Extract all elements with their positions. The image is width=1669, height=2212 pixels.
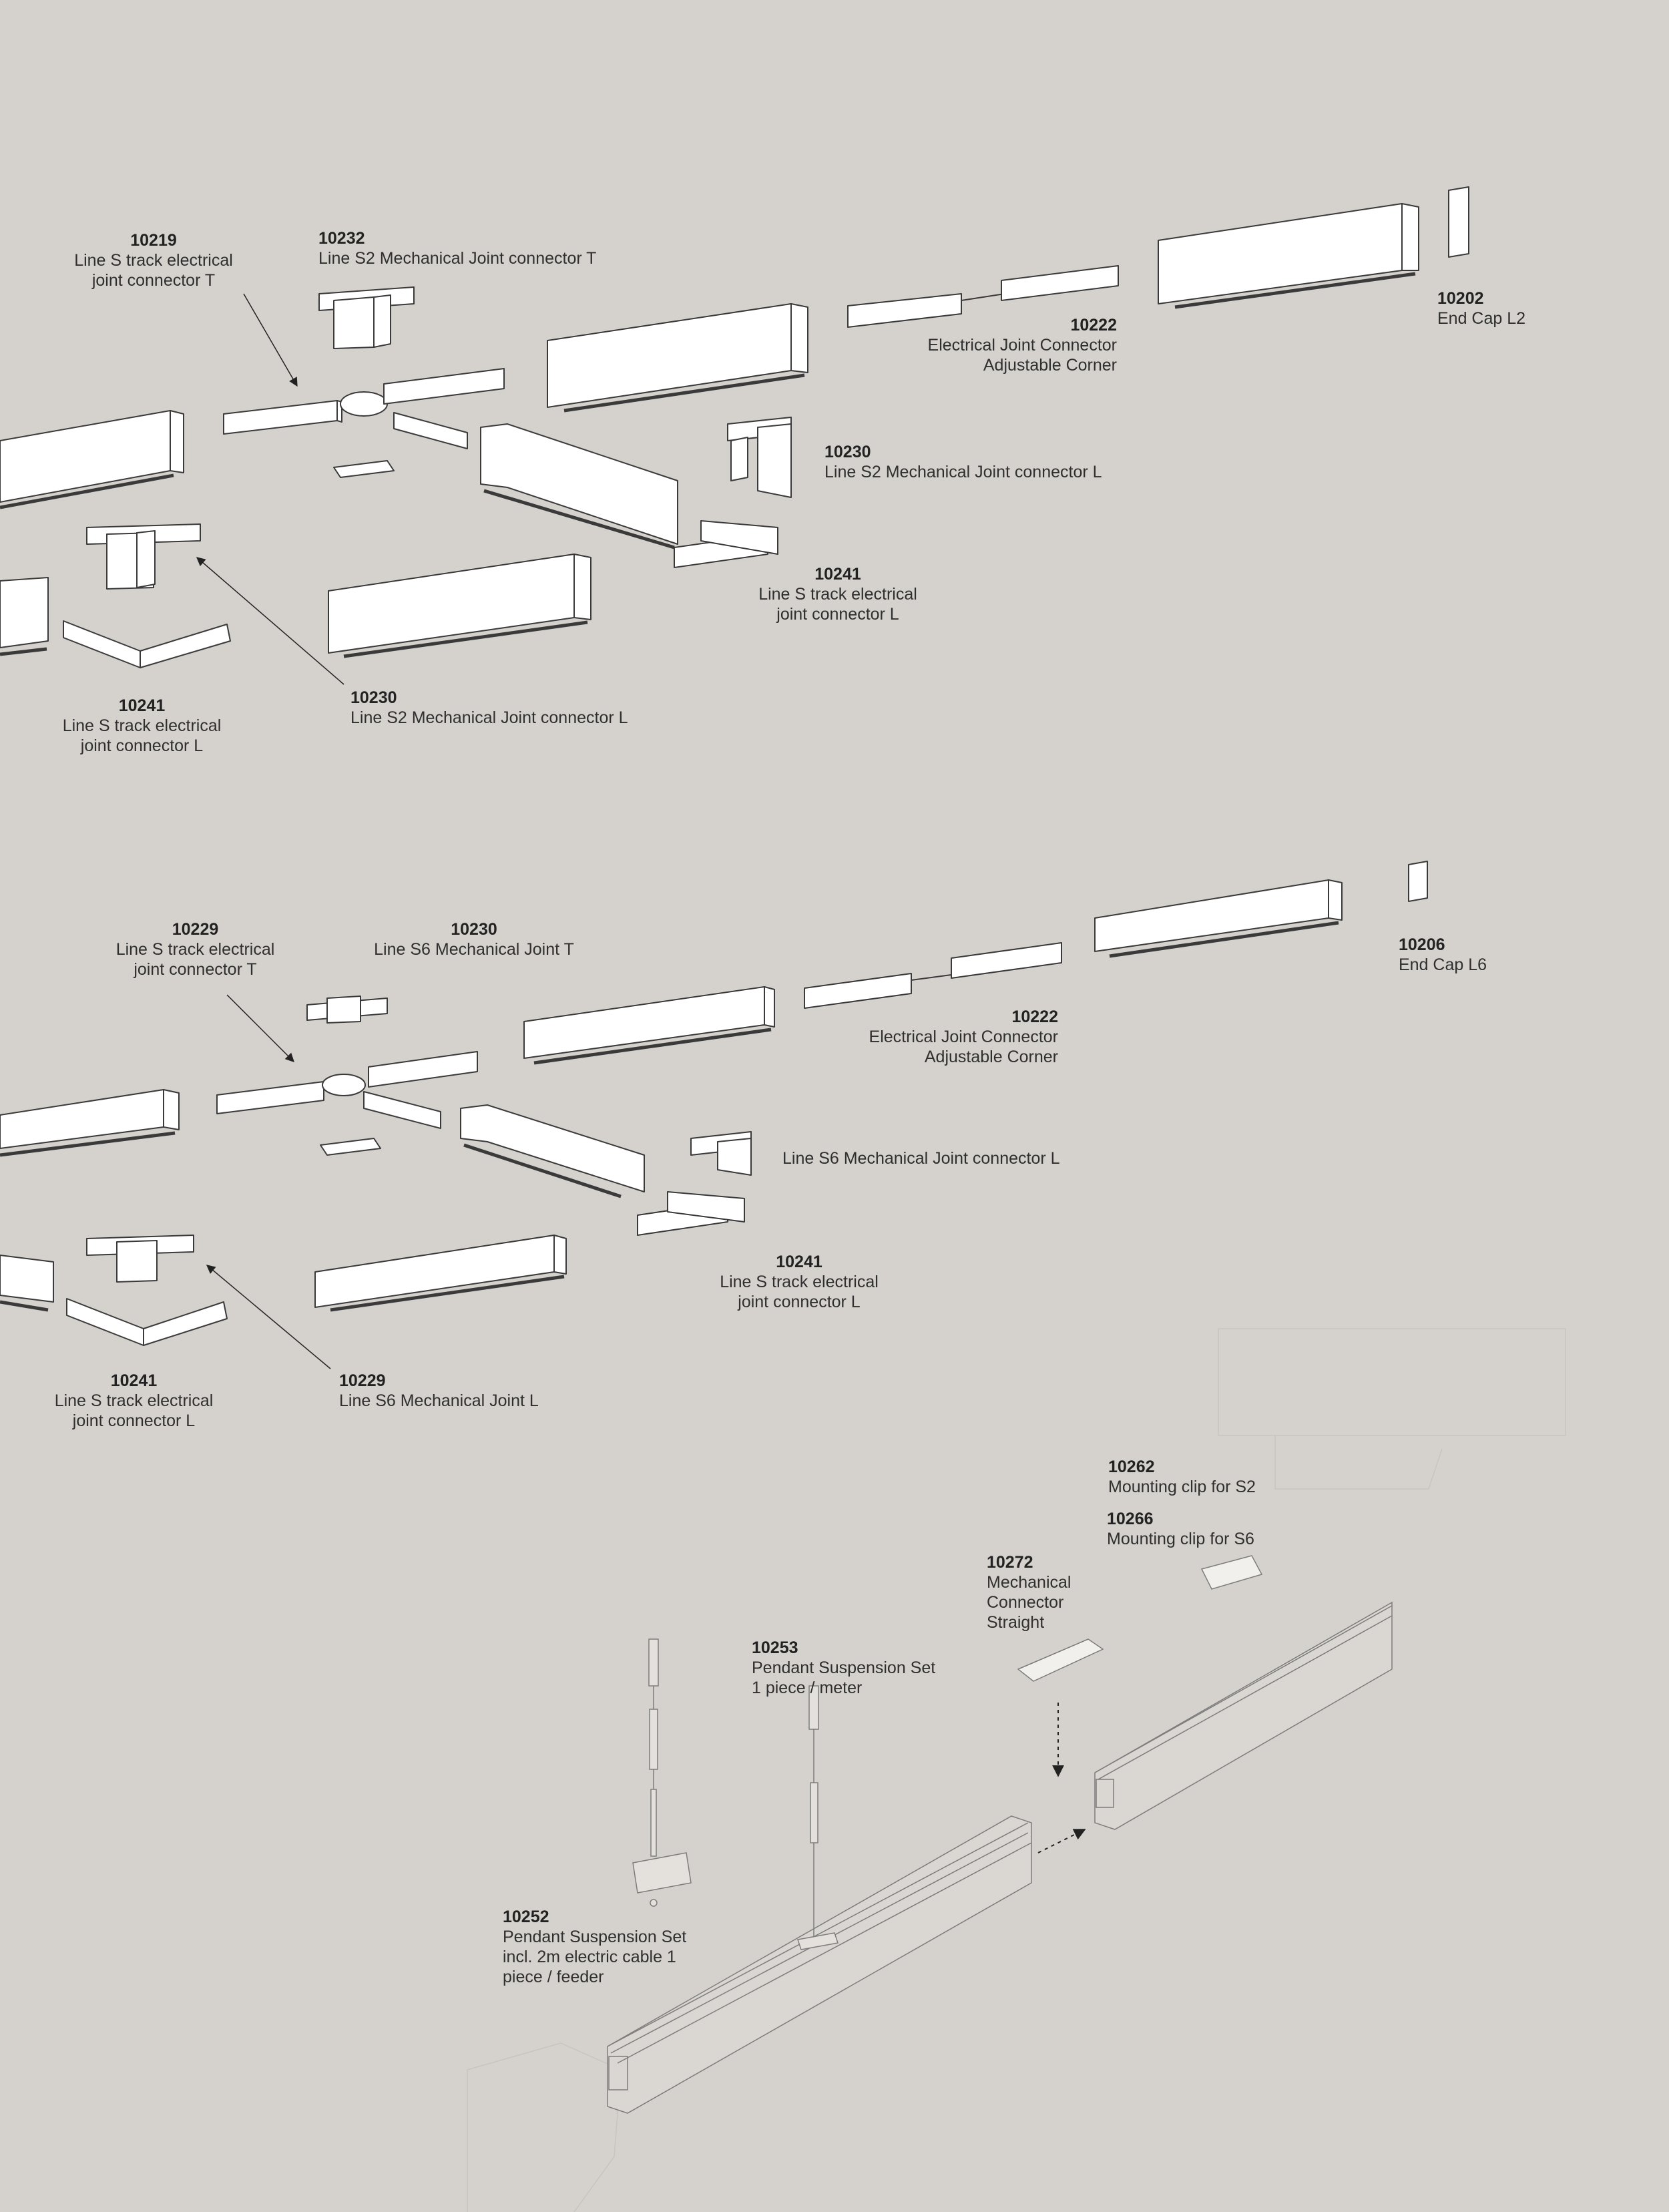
- pendant-suspension-feeder: [632, 1638, 692, 1907]
- s2-end-cap: [1448, 186, 1469, 258]
- s2-t-electrical-connector: [223, 368, 505, 449]
- pendant-suspension-meter: [797, 1685, 839, 1950]
- s2-track-profile-far-left-lower: [0, 577, 49, 656]
- s6-l-mech-leader: [206, 1265, 331, 1369]
- mechanical-connector-straight: [1017, 1638, 1104, 1682]
- connector-join-guide: [1037, 1829, 1086, 1853]
- s6-t-elec-leader: [226, 994, 294, 1062]
- s6-track-profile-center: [523, 986, 775, 1065]
- s6-small-plate: [320, 1138, 381, 1156]
- s2-l-mech-leader: [196, 557, 344, 685]
- s2-l-electrical-connector-left: [63, 620, 231, 668]
- suspended-profile-right: [1094, 1601, 1393, 1830]
- s2-adjustable-corner: [847, 265, 1119, 328]
- s2-small-plate: [333, 460, 395, 478]
- s6-l-electrical-connector-right: [637, 1191, 745, 1236]
- s6-track-profile-lower: [314, 1235, 567, 1312]
- s2-t-mechanical-connector: [318, 286, 415, 349]
- s6-adjustable-corner: [804, 942, 1062, 1009]
- background-room-outline: [467, 1328, 1566, 2212]
- s2-track-profile-angled: [480, 423, 678, 549]
- s2-track-profile-left: [0, 410, 184, 509]
- s2-l-mechanical-connector-left: [86, 523, 201, 590]
- s2-track-profile-long: [1158, 203, 1419, 309]
- s6-t-electrical-connector: [216, 1051, 478, 1129]
- mounting-clip: [1200, 1555, 1263, 1590]
- s2-l-electrical-connector-right: [674, 520, 778, 568]
- s2-track-profile-center: [547, 303, 808, 413]
- s6-l-electrical-connector-left: [66, 1298, 228, 1346]
- s6-t-mechanical-connector: [306, 996, 388, 1024]
- s2-l-mechanical-connector-right: [727, 417, 792, 498]
- s2-t-elec-leader: [243, 293, 298, 387]
- s6-end-cap: [1408, 861, 1428, 902]
- label-s6-l-mech-right: Line S6 Mechanical Joint connector L: [782, 1149, 1060, 1168]
- s6-track-profile-angled: [460, 1104, 645, 1198]
- s6-l-mechanical-connector-left: [86, 1235, 194, 1283]
- suspended-profile-large: [607, 1815, 1032, 2114]
- s6-track-profile-long: [1094, 879, 1343, 958]
- s6-track-profile-far-left-lower: [0, 1255, 54, 1312]
- s2-track-profile-lower: [328, 554, 591, 658]
- s6-track-profile-left: [0, 1089, 180, 1157]
- s6-l-mechanical-connector-right: [690, 1131, 752, 1176]
